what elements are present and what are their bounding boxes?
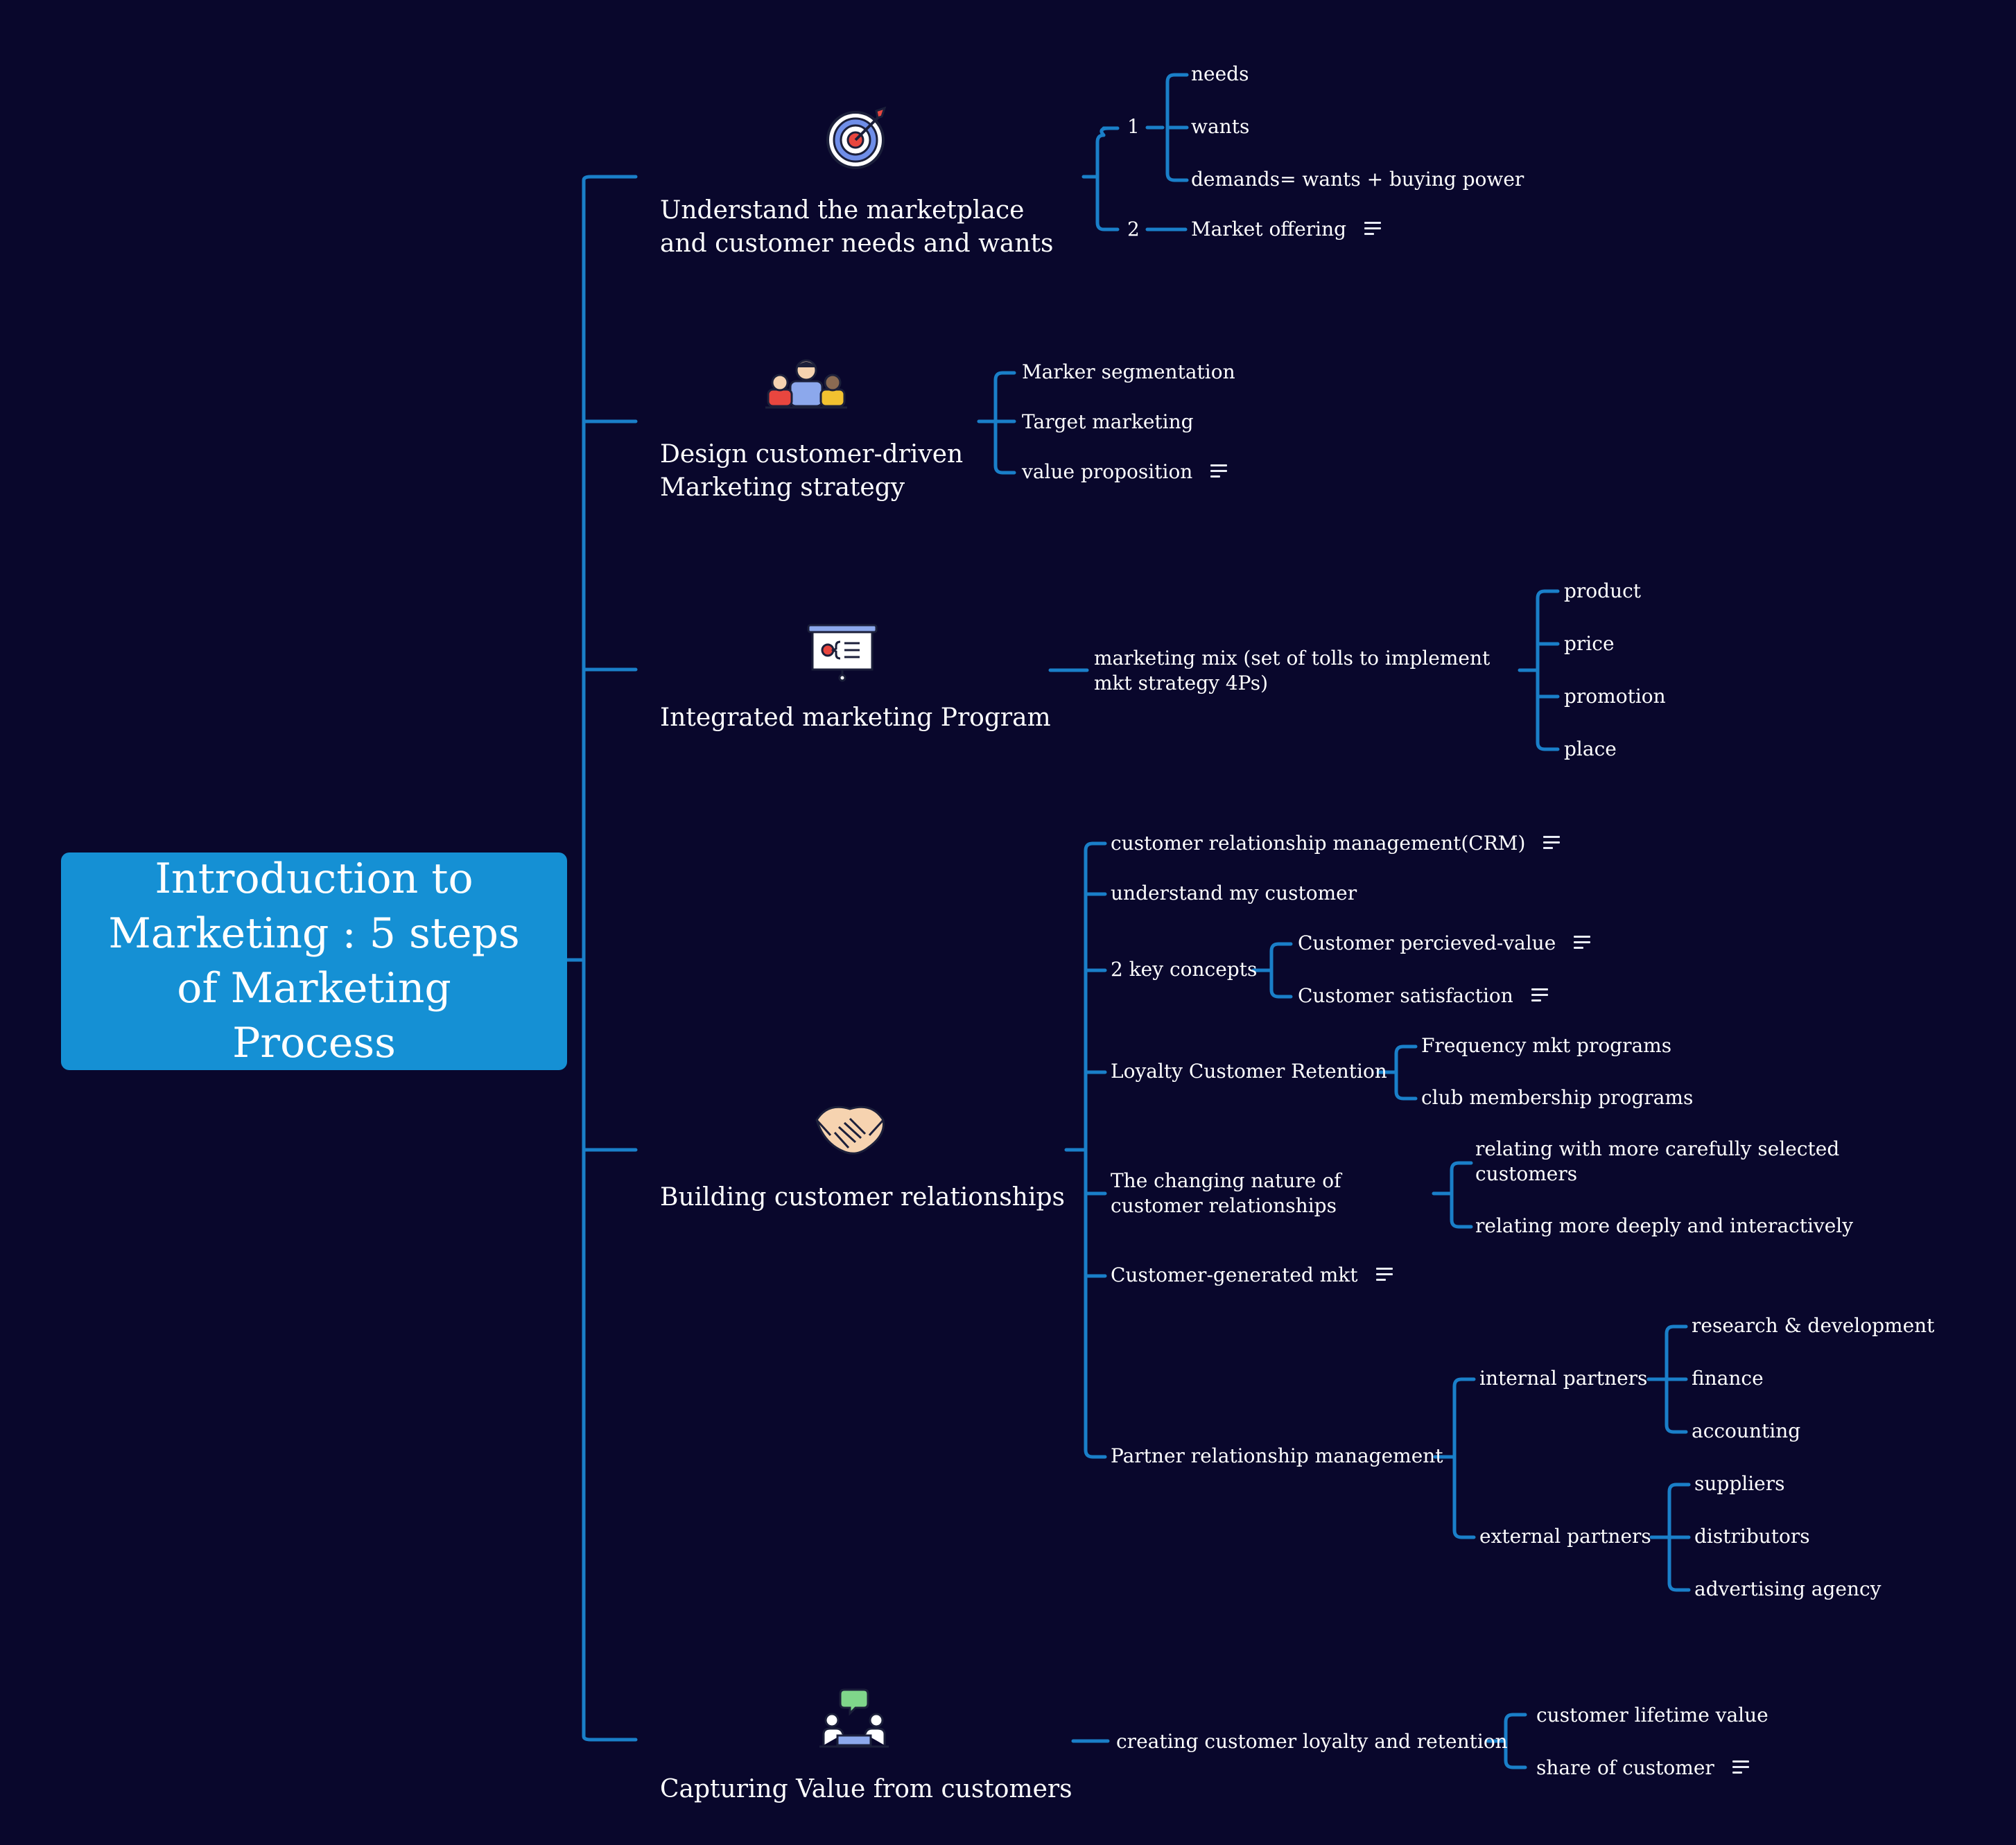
mix-item-price[interactable]: price xyxy=(1564,632,1615,655)
step-3-title[interactable]: Integrated marketing Program xyxy=(660,703,1051,732)
market-offering-label: Market offering xyxy=(1191,218,1347,241)
step-1-item-needs[interactable]: needs xyxy=(1191,62,1249,85)
marketing-mix-label[interactable]: marketing mix (set of tolls to implement… xyxy=(1094,647,1491,694)
advertising-agency-item[interactable]: advertising agency xyxy=(1694,1577,1882,1600)
mix-item-product[interactable]: product xyxy=(1564,579,1642,602)
crm-item[interactable]: customer relationship management(CRM) xyxy=(1111,832,1561,855)
team-icon xyxy=(765,359,847,409)
key-concepts-item[interactable]: 2 key concepts xyxy=(1111,958,1258,981)
distributors-item[interactable]: distributors xyxy=(1694,1525,1810,1548)
mix-item-place[interactable]: place xyxy=(1564,737,1617,760)
value-proposition-label: value proposition xyxy=(1022,460,1193,483)
customer-generated-item[interactable]: Customer-generated mkt xyxy=(1111,1263,1393,1287)
notes-icon[interactable] xyxy=(1543,835,1561,850)
loyalty-retention-creation[interactable]: creating customer loyalty and retention xyxy=(1116,1730,1508,1753)
target-icon xyxy=(826,106,887,169)
partner-relationship-item[interactable]: Partner relationship management xyxy=(1111,1444,1443,1467)
notes-icon[interactable] xyxy=(1210,464,1228,478)
perceived-value-item[interactable]: Customer percieved-value xyxy=(1298,932,1591,955)
handshake-icon xyxy=(815,1105,885,1155)
step-1-title[interactable]: Understand the marketplace and customer … xyxy=(660,196,1054,258)
presentation-board-icon xyxy=(807,624,878,682)
step-1-item-demands[interactable]: demands= wants + buying power xyxy=(1191,168,1524,191)
lifetime-value-item[interactable]: customer lifetime value xyxy=(1536,1704,1769,1726)
notes-icon[interactable] xyxy=(1375,1267,1393,1282)
changing-nature-item[interactable]: The changing nature of customer relation… xyxy=(1111,1169,1341,1217)
meeting-icon xyxy=(819,1688,889,1748)
finance-item[interactable]: finance xyxy=(1692,1367,1764,1390)
step-5-title[interactable]: Capturing Value from customers xyxy=(660,1775,1072,1803)
share-of-customer-label: share of customer xyxy=(1536,1756,1714,1779)
customer-generated-label: Customer-generated mkt xyxy=(1111,1263,1358,1286)
step-2-title[interactable]: Design customer-driven Marketing strateg… xyxy=(660,440,964,502)
share-of-customer-item[interactable]: share of customer xyxy=(1536,1756,1749,1780)
step-1-group-1-label[interactable]: 1 xyxy=(1127,115,1140,138)
notes-icon[interactable] xyxy=(1531,988,1548,1002)
crm-label: customer relationship management(CRM) xyxy=(1111,832,1526,855)
mix-item-promotion[interactable]: promotion xyxy=(1564,685,1666,708)
selected-customers-item[interactable]: relating with more carefully selected cu… xyxy=(1475,1137,1840,1185)
deeply-interactively-item[interactable]: relating more deeply and interactively xyxy=(1475,1214,1854,1237)
step-2-item-segmentation[interactable]: Marker segmentation xyxy=(1022,360,1235,383)
perceived-value-label: Customer percieved-value xyxy=(1298,932,1556,954)
step-2-item-target-marketing[interactable]: Target marketing xyxy=(1022,410,1194,433)
step-1-group-2-label[interactable]: 2 xyxy=(1127,218,1140,241)
research-development-item[interactable]: research & development xyxy=(1692,1314,1935,1337)
step-1-item-market-offering[interactable]: Market offering xyxy=(1191,218,1382,241)
root-topic[interactable]: Introduction to Marketing : 5 steps of M… xyxy=(61,852,567,1070)
root-title: Introduction to Marketing : 5 steps of M… xyxy=(108,854,520,1068)
external-partners-item[interactable]: external partners xyxy=(1479,1525,1651,1548)
step-1-item-wants[interactable]: wants xyxy=(1191,115,1250,138)
notes-icon[interactable] xyxy=(1574,935,1591,950)
suppliers-item[interactable]: suppliers xyxy=(1694,1472,1785,1495)
club-membership-item[interactable]: club membership programs xyxy=(1421,1086,1694,1109)
customer-satisfaction-label: Customer satisfaction xyxy=(1298,984,1513,1007)
step-2-item-value-proposition[interactable]: value proposition xyxy=(1022,460,1228,484)
accounting-item[interactable]: accounting xyxy=(1692,1419,1801,1442)
notes-icon[interactable] xyxy=(1364,221,1382,236)
step-4-title[interactable]: Building customer relationships xyxy=(660,1183,1065,1212)
loyalty-retention-item[interactable]: Loyalty Customer Retention xyxy=(1111,1060,1387,1083)
internal-partners-item[interactable]: internal partners xyxy=(1479,1367,1648,1390)
customer-satisfaction-item[interactable]: Customer satisfaction xyxy=(1298,984,1548,1008)
frequency-programs-item[interactable]: Frequency mkt programs xyxy=(1421,1034,1672,1057)
understand-customer-item[interactable]: understand my customer xyxy=(1111,882,1357,904)
notes-icon[interactable] xyxy=(1732,1760,1749,1774)
